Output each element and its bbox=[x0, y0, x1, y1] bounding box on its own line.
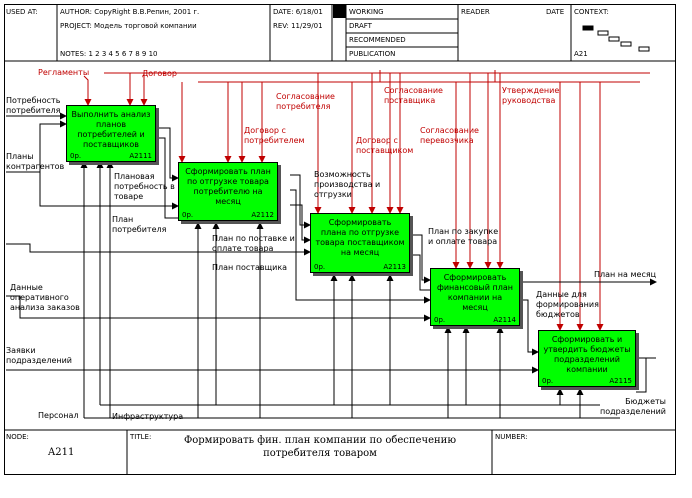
activity-number: A2111 bbox=[129, 152, 152, 160]
flow-label-planovaya: Плановая потребность в товаре bbox=[114, 172, 175, 201]
flow-label-plan-postavke: План по поставке и оплате товара bbox=[212, 234, 295, 253]
rev-field: REV: 11/29/01 bbox=[273, 22, 323, 30]
project-field: PROJECT: Модель торговой компании bbox=[60, 22, 197, 30]
control-label-sogl-postav: Согласование поставщика bbox=[384, 86, 443, 105]
diagram-frame bbox=[4, 4, 676, 475]
activity-number: A2115 bbox=[609, 377, 632, 385]
output-label-budzhety: Бюджеты подразделений bbox=[599, 397, 666, 416]
flow-label-plan-potreb: План потребителя bbox=[112, 215, 167, 234]
input-label-plany-kontr: Планы контрагентов bbox=[6, 152, 65, 171]
status-publication: PUBLICATION bbox=[349, 50, 396, 58]
activity-name: Выполнить анализ планов потребителей и п… bbox=[71, 110, 151, 149]
flow-label-plan-postav: План поставщика bbox=[212, 263, 288, 272]
diagram-title: Формировать фин. план компании по обеспе… bbox=[183, 435, 457, 459]
node-label: NODE: bbox=[6, 433, 29, 441]
flow-label-vozmozhnost: Возможность производства и отгрузки bbox=[314, 170, 381, 199]
author-field: AUTHOR: CopyRight В.В.Репин, 2001 г. bbox=[60, 8, 200, 16]
activity-op: 0р. bbox=[434, 316, 446, 324]
activity-box-a2114[interactable]: Сформировать финансовый план компании на… bbox=[430, 268, 520, 326]
control-label-sogl-potreb: Согласование потребителя bbox=[276, 92, 335, 111]
input-label-potrebnost: Потребность потребителя bbox=[6, 96, 61, 115]
node-value: A211 bbox=[48, 447, 75, 458]
output-label-plan-mesyac: План на месяц bbox=[594, 270, 657, 279]
activity-op: 0р. bbox=[70, 152, 82, 160]
control-label-sogl-perevoz: Согласование перевозчика bbox=[420, 126, 479, 145]
activity-box-a2115[interactable]: Сформировать и утвердить бюджеты подразд… bbox=[538, 330, 636, 387]
control-label-reglamenty: Регламенты bbox=[38, 68, 90, 77]
context-node: A21 bbox=[574, 50, 588, 58]
flow-label-plan-zakupke: План по закупке и оплате товара bbox=[428, 227, 499, 246]
activity-number: A2113 bbox=[383, 263, 406, 271]
activity-name: Сформировать и утвердить бюджеты подразд… bbox=[543, 335, 631, 374]
activity-box-a2113[interactable]: Сформировать плана по отгрузке товара по… bbox=[310, 213, 410, 273]
control-label-utverzhdenie: Утверждение руководства bbox=[502, 86, 560, 105]
activity-op: 0р. bbox=[182, 211, 194, 219]
activity-op: 0р. bbox=[314, 263, 326, 271]
activity-box-a2112[interactable]: Сформировать план по отгрузке товара пот… bbox=[178, 162, 278, 221]
activity-number: A2112 bbox=[251, 211, 274, 219]
activity-name: Сформировать финансовый план компании на… bbox=[437, 273, 513, 312]
reader-date-label: DATE bbox=[546, 8, 565, 16]
title-label: TITLE: bbox=[130, 433, 152, 441]
status-draft: DRAFT bbox=[349, 22, 372, 30]
context-label: CONTEXT: bbox=[574, 8, 609, 16]
status-recommended: RECOMMENDED bbox=[349, 36, 406, 44]
activity-name: Сформировать плана по отгрузке товара по… bbox=[315, 218, 405, 257]
activity-name: Сформировать план по отгрузке товара пот… bbox=[185, 167, 271, 206]
control-label-dogovor-potreb: Договор с потребителем bbox=[244, 126, 305, 145]
mechanism-label-personal: Персонал bbox=[38, 411, 79, 420]
input-label-dannye: Данные оперативного анализа заказов bbox=[10, 283, 80, 312]
control-label-dogovor-postav: Договор с поставщиком bbox=[356, 136, 414, 155]
used-at-label: USED AT: bbox=[6, 8, 38, 16]
activity-op: 0р. bbox=[542, 377, 554, 385]
mechanism-label-infra: Инфраструктура bbox=[112, 412, 184, 421]
input-label-zayavki: Заявки подразделений bbox=[6, 346, 73, 365]
flow-label-dannye-budget: Данные для формирования бюджетов bbox=[536, 290, 599, 319]
notes-field: NOTES: 1 2 3 4 5 6 7 8 9 10 bbox=[60, 50, 158, 58]
date-field: DATE: 6/18/01 bbox=[273, 8, 323, 16]
number-label: NUMBER: bbox=[495, 433, 528, 441]
status-working: WORKING bbox=[349, 8, 384, 16]
reader-label: READER bbox=[461, 8, 490, 16]
activity-box-a2111[interactable]: Выполнить анализ планов потребителей и п… bbox=[66, 105, 156, 162]
control-label-dogovor: Договор bbox=[142, 69, 177, 78]
activity-number: A2114 bbox=[493, 316, 516, 324]
